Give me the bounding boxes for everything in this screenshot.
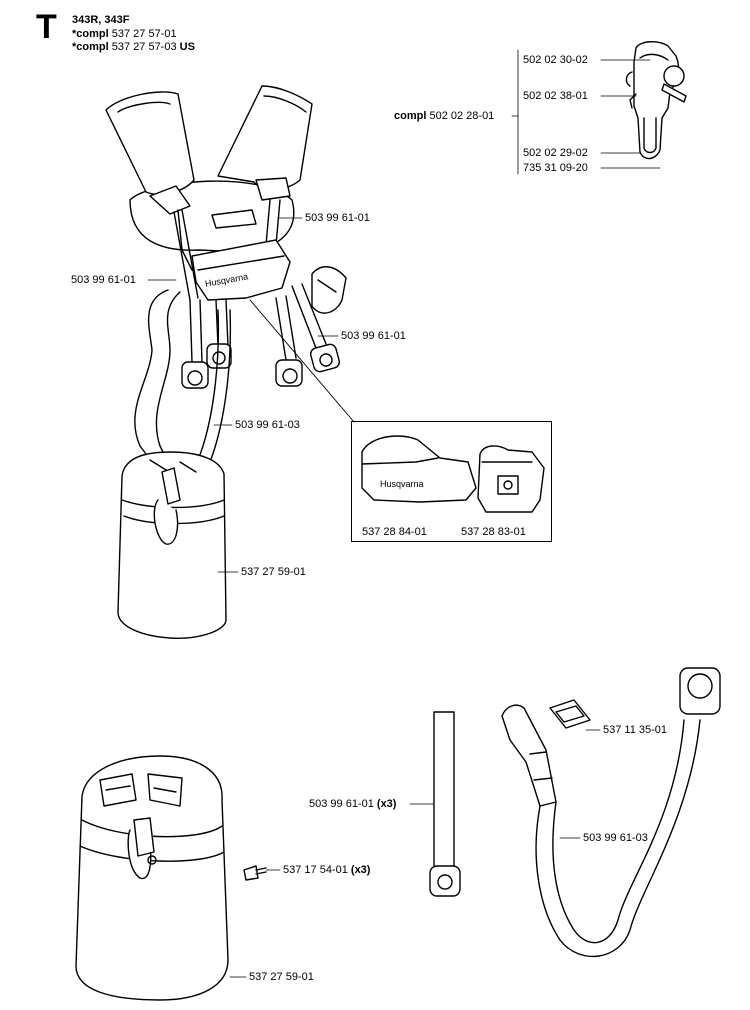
compl-prefix-1: *compl: [72, 28, 109, 40]
screw-illustration: [243, 865, 267, 881]
part-label-buckle: 537 11 35-01: [603, 724, 668, 736]
compl-line-1: *compl 537 27 57-01: [72, 28, 177, 40]
compl-line-2: *compl 537 27 57-03 US: [72, 41, 195, 53]
section-letter: T: [36, 8, 57, 46]
compl-suffix-2: US: [179, 41, 195, 53]
clip-leader-lines: [511, 49, 661, 175]
part-label-537-28-83-01: 537 28 83-01: [461, 526, 526, 538]
screw-qty: (x3): [350, 864, 371, 876]
part-label-hip-strap: 503 99 61-03: [235, 419, 300, 431]
part-label-strap-right: 503 99 61-01: [305, 212, 370, 224]
compl-clip-word: compl: [394, 110, 427, 122]
part-label-537-28-84-01: 537 28 84-01: [362, 526, 427, 538]
part-label-502-02-29-02: 502 02 29-02: [523, 147, 588, 159]
compl-clip-label: compl 502 02 28-01: [394, 110, 494, 122]
part-label-loose-hip-pad: 537 27 59-01: [249, 971, 314, 983]
compl-clip-number: 502 02 28-01: [429, 110, 495, 122]
part-label-screw: 537 17 54-01 (x3): [283, 864, 370, 876]
harness-illustration: [105, 85, 347, 639]
strap-qty: (x3): [376, 798, 397, 810]
buckle-illustration: [549, 699, 591, 729]
inset-illustration: [361, 435, 545, 513]
part-label-735-31-09-20: 735 31 09-20: [523, 162, 588, 174]
part-label-502-02-38-01: 502 02 38-01: [523, 90, 588, 102]
clip-assembly-illustration: [625, 41, 687, 160]
compl-number-2: 537 27 57-03: [111, 41, 177, 53]
compl-prefix-2: *compl: [72, 41, 109, 53]
part-label-loose-hip-strap: 503 99 61-03: [583, 832, 648, 844]
inset-logo: Husqvarna: [380, 479, 424, 489]
model-names: 343R, 343F: [72, 14, 129, 26]
part-label-hip-pad: 537 27 59-01: [241, 566, 306, 578]
part-label-loose-strap: 503 99 61-01 (x3): [309, 798, 396, 810]
strap-number: 503 99 61-01: [309, 798, 374, 810]
compl-number-1: 537 27 57-01: [111, 28, 177, 40]
model-names-text: 343R, 343F: [72, 14, 130, 26]
hip-pad-illustration: [75, 755, 229, 1001]
part-label-502-02-30-02: 502 02 30-02: [523, 54, 588, 66]
detail-inset-box: [351, 421, 552, 542]
hip-strap-illustration: [501, 667, 721, 958]
screw-number: 537 17 54-01: [283, 864, 348, 876]
strap-illustration: [429, 711, 461, 897]
part-label-strap-lower: 503 99 61-01: [341, 330, 406, 342]
harness-leader-lines: [147, 217, 339, 573]
part-label-strap-left: 503 99 61-01: [71, 274, 136, 286]
